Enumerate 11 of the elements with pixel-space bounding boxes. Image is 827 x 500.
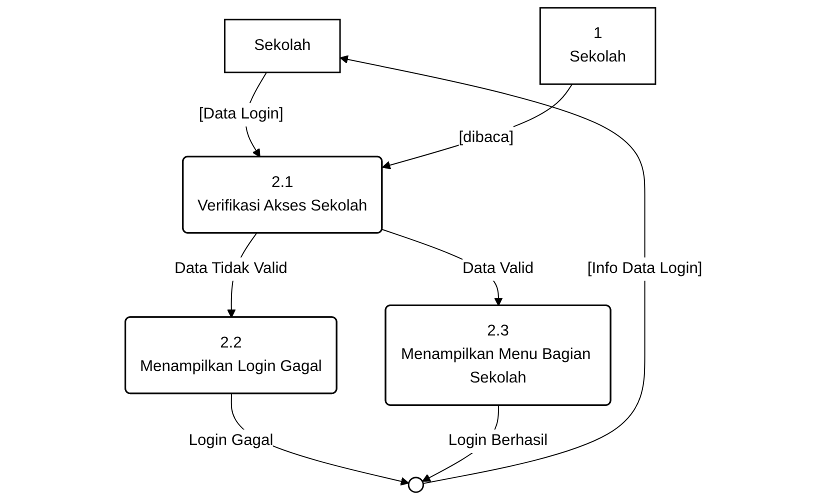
edge-label: Login Berhasil [448, 432, 548, 450]
arrow [382, 84, 572, 170]
edge-label: Data Valid [462, 260, 534, 277]
edge-label: [Info Data Login] [587, 260, 702, 277]
edge-label: [dibaca] [458, 129, 514, 146]
node-box: Sekolah [224, 18, 340, 74]
node-circle [408, 476, 424, 493]
edge-label: Data Tidak Valid [174, 260, 288, 277]
edge-label: [Data Login] [198, 106, 284, 123]
edge-label: Login Gagal [188, 432, 273, 450]
node-box: 1 Sekolah [539, 7, 656, 85]
